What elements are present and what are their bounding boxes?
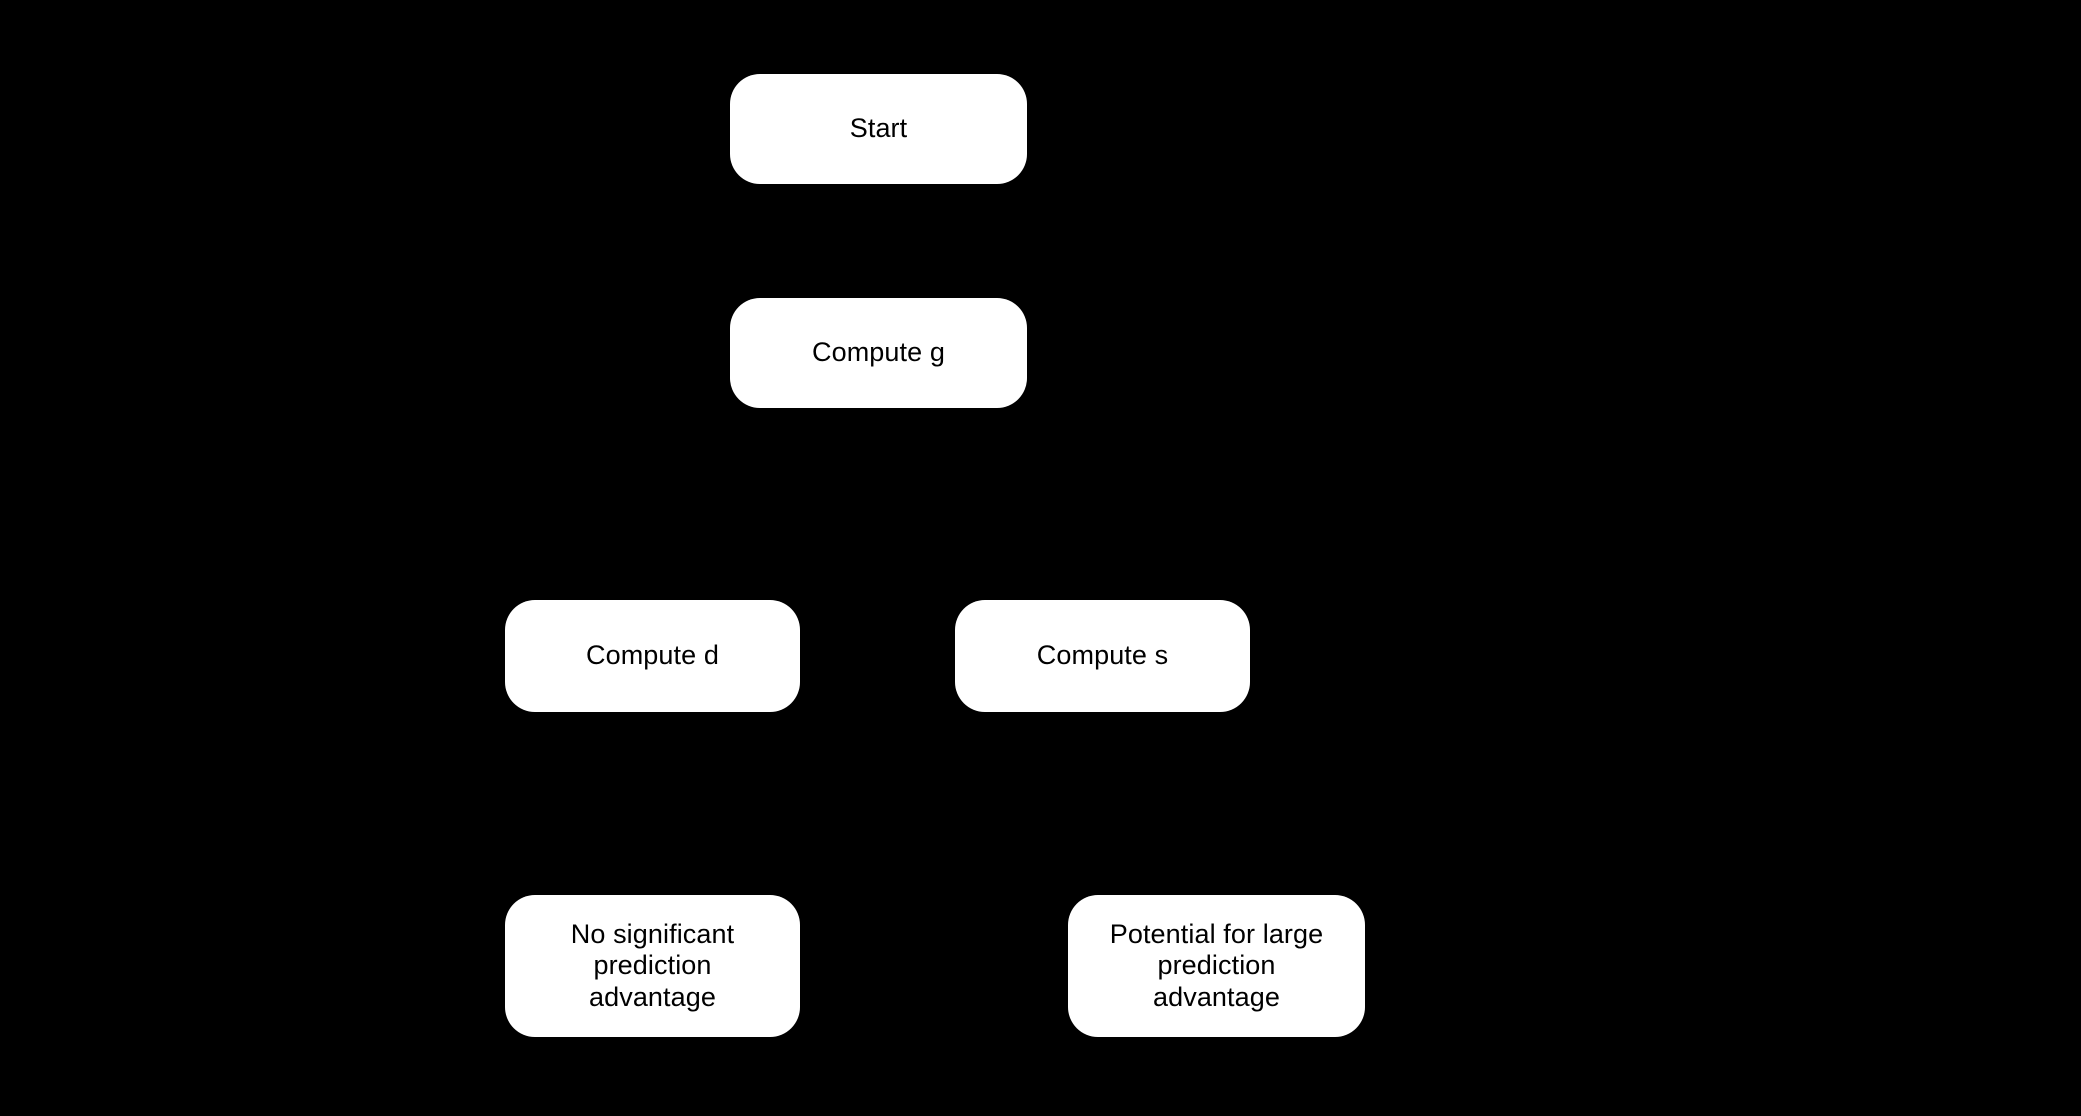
- node-compute-s[interactable]: Compute s: [955, 600, 1250, 712]
- edge-compute-s-to-large-advantage: [1101, 712, 1227, 896]
- node-compute-g-label: Compute g: [812, 337, 945, 368]
- node-compute-d[interactable]: Compute d: [505, 600, 800, 712]
- node-compute-g[interactable]: Compute g: [730, 298, 1027, 408]
- edge-compute-g-to-compute-d: [642, 408, 880, 601]
- node-no-significant-prediction-advantage[interactable]: No significant prediction advantage: [505, 895, 800, 1037]
- node-compute-s-label: Compute s: [1036, 640, 1169, 671]
- node-no-advantage-label: No significant prediction advantage: [570, 918, 735, 1012]
- node-compute-d-label: Compute d: [586, 640, 719, 671]
- node-start[interactable]: Start: [730, 74, 1027, 184]
- node-large-advantage-label: Potential for large prediction advantage: [1109, 918, 1324, 1012]
- edge-compute-g-to-compute-s: [876, 408, 1114, 601]
- node-start-label: Start: [849, 113, 908, 144]
- node-potential-large-prediction-advantage[interactable]: Potential for large prediction advantage: [1068, 895, 1365, 1037]
